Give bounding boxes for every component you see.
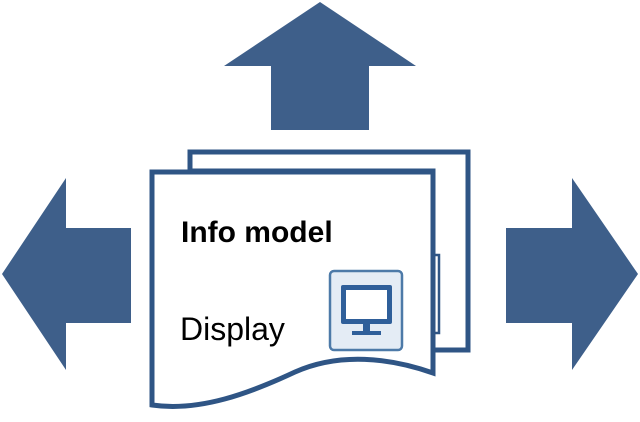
card-label: Display [180,311,285,347]
arrow-right-icon [506,178,638,370]
monitor-icon [328,269,404,352]
card-title: Info model [181,216,333,249]
arrow-up-icon [224,2,416,130]
arrow-left-icon [2,178,131,370]
